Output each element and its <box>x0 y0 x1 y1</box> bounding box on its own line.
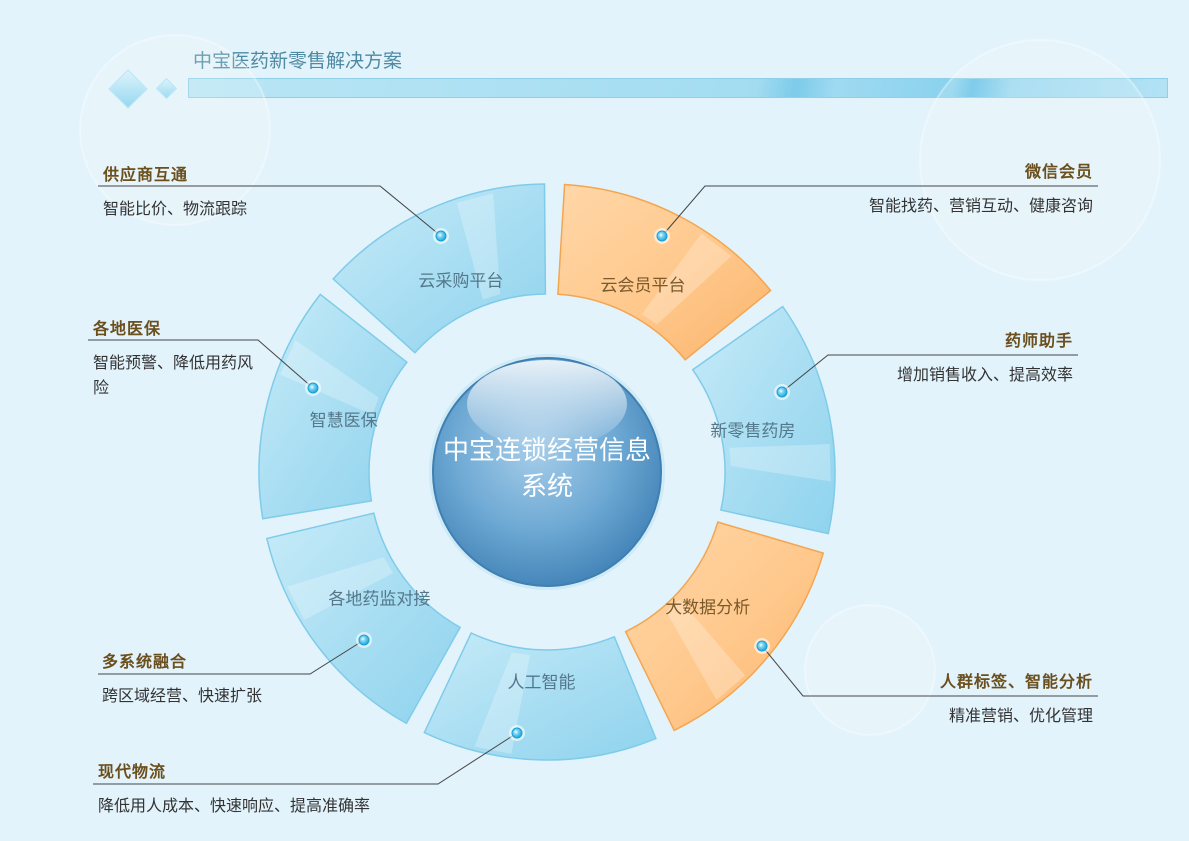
connector-line <box>88 339 314 389</box>
background-circle <box>804 604 936 736</box>
annotation-title: 现代物流 <box>98 762 167 781</box>
segment-gloss <box>729 444 831 482</box>
segment-label: 新零售药房 <box>710 422 795 442</box>
connector-line <box>98 639 365 675</box>
segment-label: 各地药监对接 <box>328 590 430 610</box>
segment-label: 智慧医保 <box>310 411 378 431</box>
background-circle <box>79 34 271 226</box>
connector-dot <box>776 386 788 398</box>
annotation-title: 各地医保 <box>93 319 162 338</box>
segment-label: 大数据分析 <box>665 598 750 618</box>
segment-gloss <box>666 599 746 700</box>
connector-line <box>98 185 442 237</box>
hub-gloss <box>467 360 627 448</box>
connector-line <box>761 645 1098 697</box>
annotation-title: 微信会员 <box>1024 162 1093 181</box>
annotation-supplier: 供应商互通 智能比价、物流跟踪 <box>103 161 247 221</box>
ring-segment <box>265 512 462 725</box>
annotation-logistics: 现代物流 降低用人成本、快速响应、提高准确率 <box>98 758 370 818</box>
ring-segment <box>624 521 825 732</box>
annotation-desc: 降低用人成本、快速响应、提高准确率 <box>98 796 371 815</box>
segment-label: 云会员平台 <box>601 276 686 296</box>
annotation-desc: 智能找药、营销互动、健康咨询 <box>868 196 1093 215</box>
connector-dot <box>656 230 668 242</box>
connector-dot <box>756 640 768 652</box>
segment-label: 人工智能 <box>508 673 576 693</box>
annotation-pharmacist: 药师助手 增加销售收入、提高效率 <box>897 327 1073 387</box>
segment-gloss <box>287 557 394 620</box>
segment-gloss <box>641 233 732 325</box>
annotation-desc: 智能比价、物流跟踪 <box>103 199 248 218</box>
annotation-desc: 精准营销、优化管理 <box>948 706 1093 725</box>
title-bar <box>188 78 1168 98</box>
annotation-crowd-tagging: 人群标签、智能分析 精准营销、优化管理 <box>940 668 1093 728</box>
annotation-title: 供应商互通 <box>103 165 189 184</box>
connector-dot <box>435 230 447 242</box>
hub-label: 中宝连锁经营信息系统 <box>442 436 651 502</box>
connector-line <box>781 354 1078 393</box>
annotation-wechat-member: 微信会员 智能找药、营销互动、健康咨询 <box>869 158 1093 218</box>
annotation-desc: 增加销售收入、提高效率 <box>896 365 1073 384</box>
segment-gloss <box>456 193 501 300</box>
background-circle <box>919 39 1161 281</box>
ring-segment <box>557 183 772 361</box>
connector-dot <box>358 634 370 646</box>
annotation-title: 药师助手 <box>1004 331 1073 350</box>
page-title: 中宝医药新零售解决方案 <box>193 50 403 72</box>
ring-segment <box>691 305 836 535</box>
center-hub <box>432 357 662 587</box>
ring-segment <box>258 293 408 520</box>
connector-dots <box>305 228 790 741</box>
connector-dot <box>307 382 319 394</box>
annotation-title: 人群标签、智能分析 <box>939 672 1093 691</box>
connector-dot <box>511 727 523 739</box>
ring-segment <box>423 632 657 761</box>
segment-gloss <box>280 340 379 415</box>
annotation-multi-system: 多系统融合 跨区域经营、快速扩张 <box>102 648 262 708</box>
background-decoration <box>79 34 1161 736</box>
ring-segment <box>332 183 547 354</box>
annotation-desc: 跨区域经营、快速扩张 <box>102 686 263 705</box>
connector-lines <box>88 185 1098 785</box>
annotation-medical-insurance: 各地医保 智能预警、降低用药风险 <box>93 315 253 400</box>
segment-label: 云采购平台 <box>418 272 503 292</box>
connector-line <box>661 185 1098 237</box>
annotation-title: 多系统融合 <box>102 652 188 671</box>
connector-line <box>93 732 518 785</box>
annotation-desc: 智能预警、降低用药风险 <box>93 353 254 397</box>
